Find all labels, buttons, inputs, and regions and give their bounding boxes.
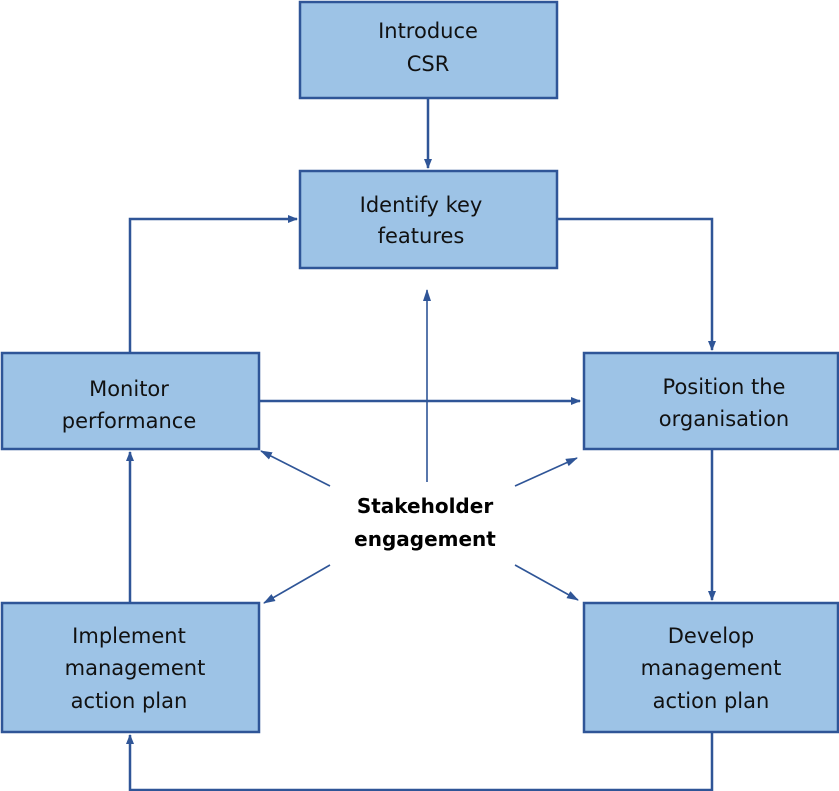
node-label-line: Introduce [378, 19, 478, 43]
node-label-line: Implement [72, 624, 186, 648]
node-box [0, 351, 261, 451]
spoke-to-position [514, 457, 578, 487]
node-label-line: Identify key [360, 193, 483, 217]
arrow-develop-to-implement [126, 733, 714, 791]
node-position-organisation: Position the organisation [582, 351, 839, 451]
node-label-line: CSR [407, 52, 450, 76]
node-implement-plan: Implement management action plan [0, 601, 261, 734]
stakeholder-spokes [260, 289, 579, 604]
center-label-line: engagement [354, 527, 496, 551]
node-label-line: action plan [71, 689, 188, 713]
node-develop-plan: Develop management action plan [582, 601, 839, 734]
node-label-line: Position the [663, 375, 786, 399]
spoke-to-implement [263, 564, 331, 604]
node-label-line: management [641, 656, 782, 680]
node-box [582, 351, 839, 451]
center-label-line: Stakeholder [357, 494, 494, 518]
node-label-line: management [65, 656, 206, 680]
connectors [126, 98, 716, 791]
node-box [0, 601, 261, 734]
spoke-to-develop [514, 564, 579, 601]
spoke-to-monitor [260, 450, 331, 487]
node-monitor-performance: Monitor performance [0, 351, 261, 451]
node-label-line: organisation [659, 407, 790, 431]
node-label-line: features [378, 224, 465, 248]
node-box [298, 169, 559, 270]
arrow-identify-to-position [558, 217, 716, 351]
node-label-line: Develop [668, 624, 754, 648]
node-label-line: performance [62, 409, 197, 433]
node-introduce-csr: Introduce CSR [298, 0, 559, 100]
node-label-line: Monitor [89, 377, 169, 401]
node-box [298, 0, 559, 100]
arrow-monitor-to-identify [128, 215, 298, 353]
node-label-line: action plan [653, 689, 770, 713]
node-identify-key-features: Identify key features [298, 169, 559, 270]
node-box [582, 601, 839, 734]
stakeholder-engagement-label: Stakeholder engagement [354, 494, 496, 551]
